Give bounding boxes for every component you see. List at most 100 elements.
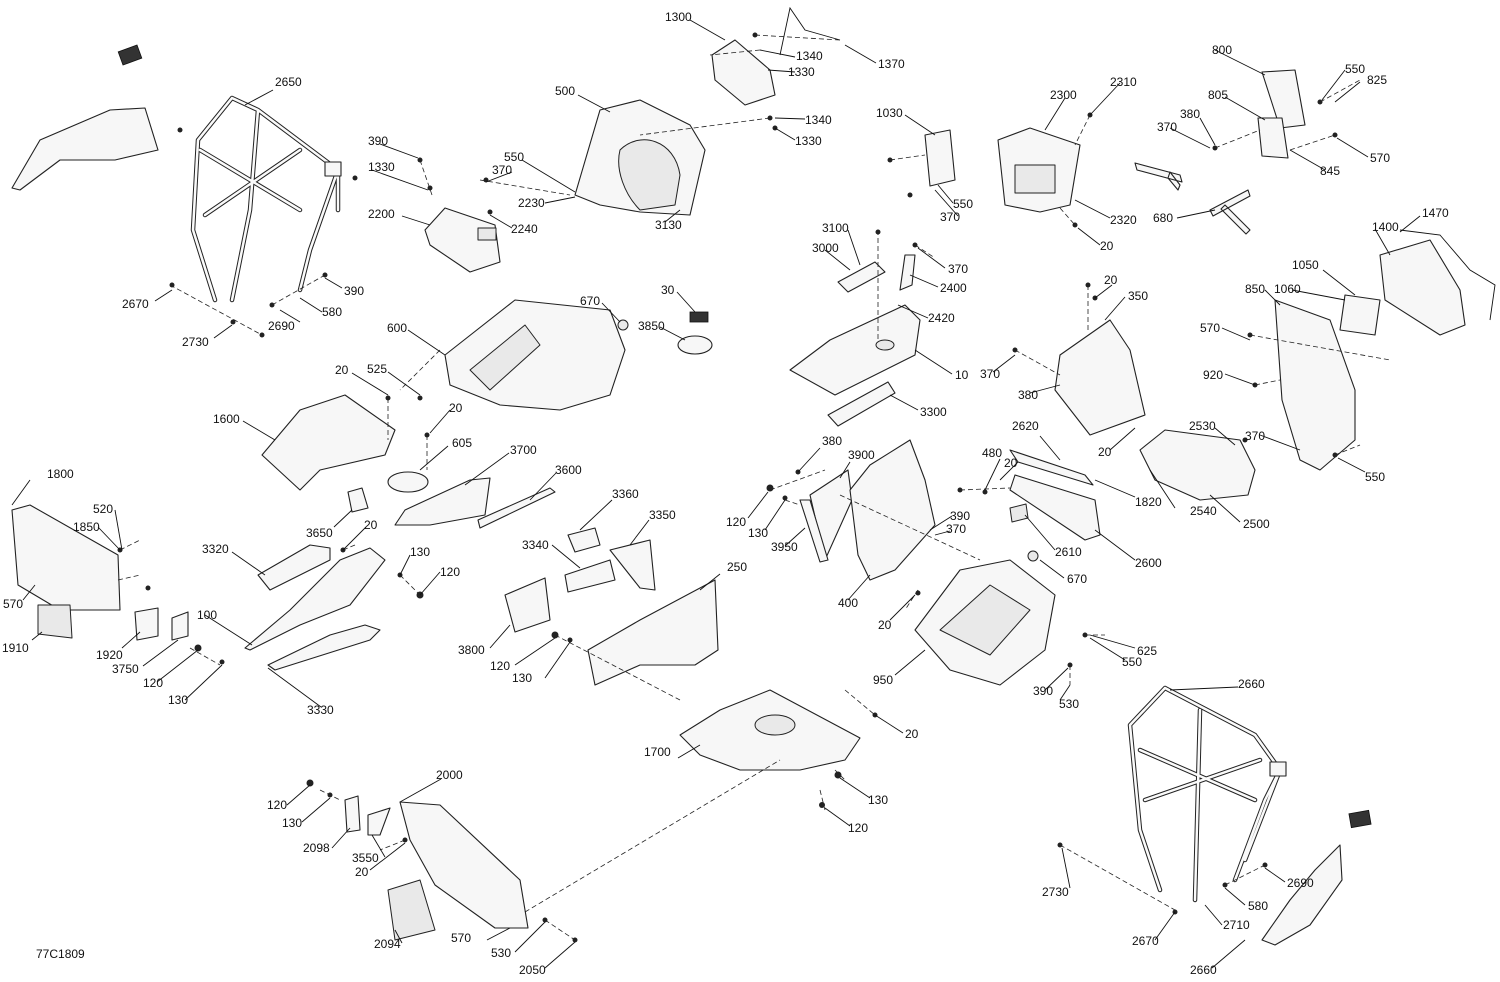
callout: 800 — [1212, 43, 1232, 57]
assembly-lines — [117, 34, 1391, 941]
latch-bottom-right — [1348, 809, 1372, 829]
callout: 390 — [950, 509, 970, 523]
callout: 525 — [367, 362, 387, 376]
callout: 805 — [1208, 88, 1228, 102]
clip-30 — [689, 311, 709, 323]
callout: 2690 — [1287, 876, 1314, 890]
callout: 625 — [1137, 644, 1157, 658]
rail-3330 — [267, 624, 381, 671]
callout: 130 — [868, 793, 888, 807]
panel-2620 — [1009, 449, 1094, 486]
callout: 20 — [1100, 239, 1114, 253]
bracket-3800 — [504, 577, 551, 633]
callout: 2098 — [303, 841, 330, 855]
callout: 2400 — [940, 281, 967, 295]
callout: 1340 — [805, 113, 832, 127]
callout: 350 — [1128, 289, 1148, 303]
plug-670b — [1027, 550, 1039, 562]
callout: 605 — [452, 436, 472, 450]
callout: 390 — [368, 134, 388, 148]
callout: 1800 — [47, 467, 74, 481]
callout: 500 — [555, 84, 575, 98]
callout: 520 — [93, 502, 113, 516]
handle-2400 — [899, 254, 916, 291]
callout: 3850 — [638, 319, 665, 333]
roll-cage-right — [1127, 685, 1287, 903]
callout: 920 — [1203, 368, 1223, 382]
callout: 600 — [387, 321, 407, 335]
panel-3700 — [394, 477, 491, 526]
callout: 530 — [1059, 697, 1079, 711]
callout: 10 — [955, 368, 969, 382]
callout: 20 — [878, 618, 892, 632]
callout: 670 — [1067, 572, 1087, 586]
bracket-3650 — [347, 487, 369, 513]
callout: 120 — [726, 515, 746, 529]
callout: 950 — [873, 673, 893, 687]
floor-tub-600 — [444, 299, 626, 411]
callout: 380 — [1018, 388, 1038, 402]
callout: 550 — [1345, 62, 1365, 76]
floor-panel-1600 — [261, 394, 396, 491]
bracket-805 — [1257, 117, 1289, 159]
callout: 3000 — [812, 241, 839, 255]
panel-3300 — [827, 381, 896, 427]
callout: 1700 — [644, 745, 671, 759]
callout: 2540 — [1190, 504, 1217, 518]
panel-2600 — [1009, 474, 1101, 541]
rail-3320 — [257, 544, 331, 591]
callout: 570 — [1200, 321, 1220, 335]
bracket-1050 — [1339, 294, 1381, 336]
callout: 1030 — [876, 106, 903, 120]
callout: 1060 — [1274, 282, 1301, 296]
callout: 250 — [727, 560, 747, 574]
callout: 2710 — [1223, 918, 1250, 932]
callout: 550 — [1122, 655, 1142, 669]
cover-2094 — [387, 879, 436, 941]
callout: 3600 — [555, 463, 582, 477]
callout: 3750 — [112, 662, 139, 676]
callout: 850 — [1245, 282, 1265, 296]
callout: 3340 — [522, 538, 549, 552]
block-3340 — [564, 559, 616, 593]
callout: 1820 — [1135, 495, 1162, 509]
callout: 2000 — [436, 768, 463, 782]
side-panel-100 — [244, 547, 386, 651]
callout: 130 — [512, 671, 532, 685]
callout: 370 — [1157, 120, 1177, 134]
bracket-2098 — [344, 795, 361, 833]
callout: 530 — [491, 946, 511, 960]
callout: 2050 — [519, 963, 546, 977]
center-panel-10 — [789, 304, 921, 396]
callout: 120 — [848, 821, 868, 835]
bar-680b — [1209, 189, 1251, 235]
callout: 20 — [1098, 445, 1112, 459]
dash-panel-inner — [618, 139, 681, 211]
harness-box-1400 — [1379, 239, 1466, 336]
callout: 3900 — [848, 448, 875, 462]
callout: 1340 — [796, 49, 823, 63]
callout: 2420 — [928, 311, 955, 325]
callout: 2660 — [1190, 963, 1217, 977]
callout: 2500 — [1243, 517, 1270, 531]
callout: 1300 — [665, 10, 692, 24]
callout: 480 — [982, 446, 1002, 460]
dash-cover-1800 — [11, 504, 121, 611]
panel-400 — [849, 439, 936, 581]
callout: 120 — [490, 659, 510, 673]
bracket-1920 — [134, 607, 159, 641]
figure-id: 77C1809 — [36, 947, 85, 961]
callout: 2610 — [1055, 545, 1082, 559]
callout: 2660 — [1238, 677, 1265, 691]
callout: 2230 — [518, 196, 545, 210]
callout: 370 — [946, 522, 966, 536]
callout: 580 — [322, 305, 342, 319]
side-net-left — [11, 107, 159, 191]
callout: 3550 — [352, 851, 379, 865]
callout: 380 — [822, 434, 842, 448]
strip-3600 — [477, 487, 556, 529]
cover-3850 — [677, 335, 713, 355]
side-panel-250 — [587, 579, 719, 686]
callout: 1920 — [96, 648, 123, 662]
